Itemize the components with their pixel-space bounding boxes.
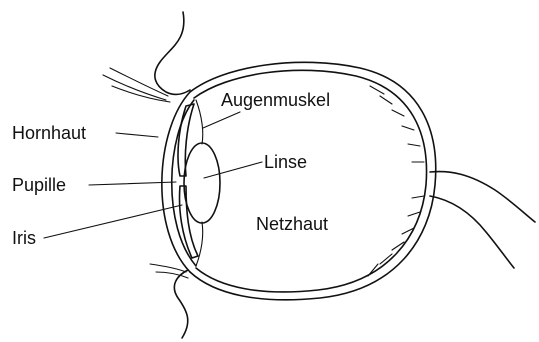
label-iris: Iris <box>12 228 36 248</box>
upper-eyelid <box>103 12 190 102</box>
label-pupille: Pupille <box>12 175 66 195</box>
lens <box>184 143 220 223</box>
optic-nerve <box>430 172 535 268</box>
iris <box>178 104 198 258</box>
lower-eyelid <box>150 264 188 338</box>
label-linse: Linse <box>264 152 307 172</box>
iris-leader <box>44 205 182 238</box>
hornhaut-leader <box>116 133 158 137</box>
label-augenmuskel: Augenmuskel <box>221 90 330 110</box>
eye-muscle <box>196 100 203 266</box>
augenmuskel-leader <box>203 112 240 128</box>
pupille-leader <box>89 182 176 185</box>
retina-hatching <box>368 86 424 276</box>
linse-leader <box>204 162 262 178</box>
label-hornhaut: Hornhaut <box>12 123 86 143</box>
label-netzhaut: Netzhaut <box>256 214 328 234</box>
